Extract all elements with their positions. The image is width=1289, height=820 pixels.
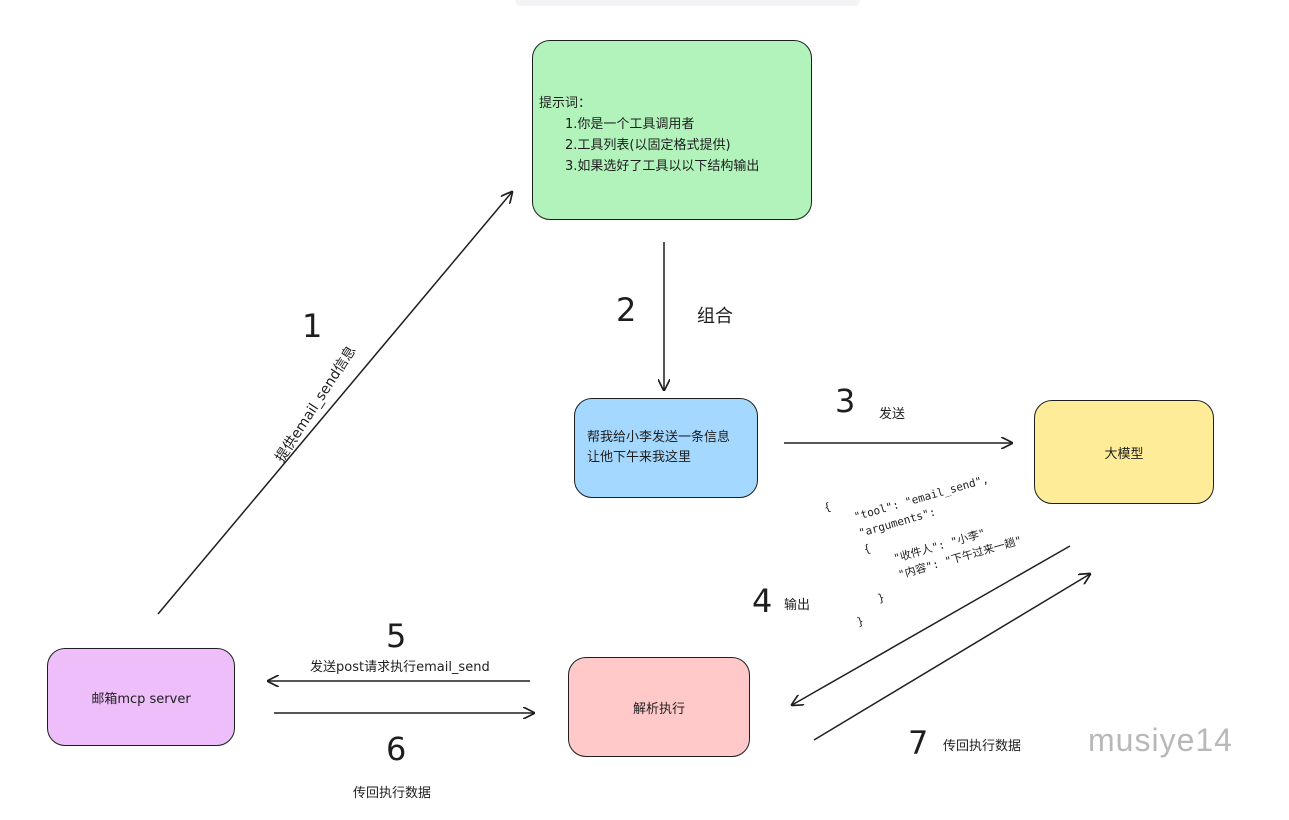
edge-2-label: 组合 xyxy=(697,306,733,327)
edge-3-label: 发送 xyxy=(879,407,906,422)
edge-4-number: 4 xyxy=(752,582,773,620)
llm-label: 大模型 xyxy=(1104,446,1144,462)
prompt-item-2: 2.工具列表(以固定格式提供) xyxy=(565,138,731,153)
request-line-2: 让他下午来我这里 xyxy=(587,450,692,465)
mail-label: 邮箱mcp server xyxy=(91,691,191,707)
arrow-4 xyxy=(792,545,1071,705)
arrow-1 xyxy=(157,192,512,615)
edge-1-number: 1 xyxy=(302,307,323,345)
edge-4-label: 输出 xyxy=(784,598,811,613)
request-line-1: 帮我给小李发送一条信息 xyxy=(587,430,731,445)
prompt-title: 提示词： xyxy=(539,96,592,111)
edge-6-number: 6 xyxy=(386,730,407,768)
top-toolbar-strip xyxy=(515,0,860,6)
edge-7-label: 传回执行数据 xyxy=(943,739,1022,754)
prompt-node: 提示词： 1.你是一个工具调用者 2.工具列表(以固定格式提供) 3.如果选好了… xyxy=(532,40,812,220)
edge-5-label: 发送post请求执行email_send xyxy=(310,660,490,675)
user-request-node: 帮我给小李发送一条信息 让他下午来我这里 xyxy=(574,398,758,498)
parse-execute-node: 解析执行 xyxy=(568,657,750,757)
edge-2-number: 2 xyxy=(616,291,637,329)
prompt-item-3: 3.如果选好了工具以以下结构输出 xyxy=(565,159,760,174)
edge-3-number: 3 xyxy=(835,382,856,420)
prompt-item-1: 1.你是一个工具调用者 xyxy=(565,117,695,132)
parse-label: 解析执行 xyxy=(632,701,685,717)
mail-mcp-server-node: 邮箱mcp server xyxy=(47,648,235,746)
edge-7-number: 7 xyxy=(908,724,929,762)
watermark: musiye14 xyxy=(1088,722,1233,758)
edge-6-label: 传回执行数据 xyxy=(353,786,432,801)
edge-5-number: 5 xyxy=(386,617,407,655)
arrow-7 xyxy=(813,574,1090,741)
llm-node: 大模型 xyxy=(1034,400,1214,504)
